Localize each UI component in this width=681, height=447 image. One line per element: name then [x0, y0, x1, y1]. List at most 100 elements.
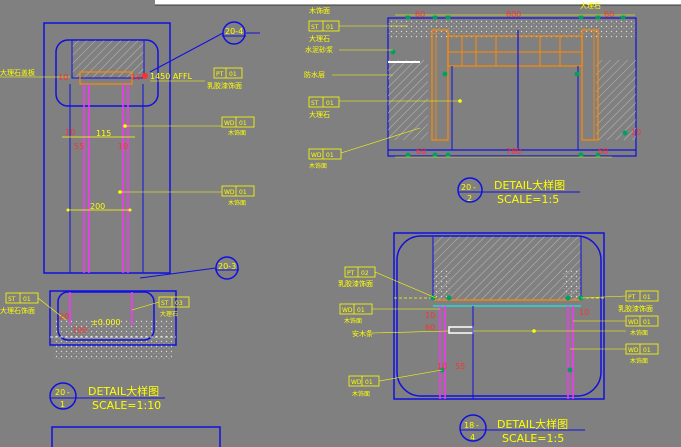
scale-20-2: SCALE=1:5	[497, 193, 559, 206]
tag-wd01a-code: WD	[224, 120, 235, 127]
tag-wd01d-code-184: WD	[628, 347, 639, 354]
tag-wd01d-name-184: 木饰面	[630, 357, 648, 365]
tag-wd01b-name-184: 木饰面	[352, 390, 370, 398]
tag-st01-code: ST	[8, 296, 16, 303]
bubble-18-4-bottom: 4	[470, 433, 475, 442]
bubble-18-4-top: 18	[464, 421, 474, 430]
dim-60-bl: 60	[416, 147, 426, 156]
tag-wd01a-name-184: 木饰面	[344, 317, 362, 325]
dim-55-184: 55	[455, 362, 465, 371]
svg-text:-: -	[473, 183, 476, 192]
dim-780: 780	[506, 147, 521, 156]
title-20-1: DETAIL大样图	[88, 384, 159, 398]
dim-10-r-184: 10	[579, 308, 589, 317]
tag-pt02-name: 乳胶漆饰面	[338, 279, 373, 288]
level-top-label: 1450 AFFL	[150, 72, 193, 81]
label-cement: 水泥砂浆	[305, 45, 333, 54]
bubble-20-2-top: 20	[461, 183, 471, 192]
dim-200: 200	[90, 202, 105, 211]
frame-18-4	[393, 232, 605, 400]
tag-st03-name: 大理石	[160, 310, 178, 318]
tag-wd01b-code: WD	[224, 189, 235, 196]
frame-partial-bottom	[51, 426, 221, 447]
title-18-4: DETAIL大样图	[497, 417, 568, 431]
tag-wd01a-name: 木饰面	[228, 129, 246, 137]
tag-wd01d-num-184: 01	[643, 347, 651, 354]
dim-60-br: 60	[598, 147, 608, 156]
label-waterproof: 防水层	[304, 70, 325, 79]
tag-pt02-code: PT	[347, 270, 355, 277]
tag-wd01a-num-184: 01	[357, 307, 365, 314]
tag-wd01a-code-184: WD	[342, 307, 353, 314]
dim-800: 800	[506, 10, 521, 19]
tag-wd01a-num: 01	[239, 120, 247, 127]
dim-20: 20	[59, 312, 69, 321]
tag-pt01-num-184: 01	[643, 294, 651, 301]
tag-st01-name: 大理石饰面	[0, 306, 35, 315]
tag-wd01c-num-184: 01	[643, 319, 651, 326]
dim-10-a-184: 10	[425, 311, 435, 320]
stone-band-20-2	[388, 20, 636, 38]
tag-wd01b-num: 01	[239, 189, 247, 196]
dim-60-tr: 60	[604, 10, 614, 19]
detail-18-4: PT 02 乳胶漆饰面 WD 01 木饰面 安木条 WD 01 木饰面 PT 0…	[338, 232, 659, 445]
bubble-20-2-bottom: 2	[467, 194, 472, 203]
wall-left-20-2	[388, 60, 428, 140]
callout-20-4-label: 20-4	[225, 27, 243, 36]
dim-10-c: 10	[65, 128, 75, 137]
scale-20-1: SCALE=1:10	[92, 399, 161, 412]
callout-20-3-label: 20-3	[218, 262, 236, 271]
tag-wd01-name: 木饰面	[309, 162, 327, 170]
tag-st01b-code: ST	[311, 100, 319, 107]
dim-60-tl: 60	[415, 10, 425, 19]
label-wood-top: 木饰面	[309, 6, 330, 15]
tag-wd01c-name-184: 木饰面	[630, 329, 648, 337]
tag-pt01-code: PT	[216, 71, 224, 78]
svg-text:-: -	[67, 388, 70, 397]
tag-st01-num: 01	[23, 296, 31, 303]
dim-10-b: 10	[131, 73, 141, 82]
dim-10-d: 10	[118, 142, 128, 151]
tag-st01a-num: 01	[326, 24, 334, 31]
tag-st03-num: 03	[175, 300, 183, 307]
tag-wd01b-num-184: 01	[365, 379, 373, 386]
svg-text:-: -	[476, 421, 479, 430]
wall-right-20-2	[596, 60, 636, 140]
tag-wd01b-name: 木饰面	[228, 199, 246, 207]
dim-60-184: 60	[425, 323, 435, 332]
detail-20-1: 20-4 1450 AFFL 大理石盖板 PT 01 乳胶漆饰面 WD 01 木…	[0, 21, 260, 447]
wood-frame-20-1	[79, 71, 133, 85]
bubble-20-1-top: 20	[55, 388, 65, 397]
detail-20-2: 木饰面 大理石 ST 01 大理石 水泥砂浆 防水层 ST 01 大理石 WD …	[304, 1, 641, 206]
tag-wd01b-code-184: WD	[351, 379, 362, 386]
tag-pt01-num: 01	[229, 71, 237, 78]
tag-pt01-name: 乳胶漆饰面	[207, 81, 242, 90]
frame-20-1-upper	[43, 22, 171, 274]
tag-st01b-name: 大理石	[309, 110, 330, 119]
tag-wd01-code: WD	[311, 152, 322, 159]
tag-st01a-name: 大理石	[309, 34, 330, 43]
dim-115: 115	[96, 129, 111, 138]
label-safety: 安木条	[352, 329, 373, 338]
safety-strip	[448, 326, 474, 334]
level-bottom: ±0.000	[91, 318, 121, 327]
scale-18-4: SCALE=1:5	[502, 432, 564, 445]
level-marker	[142, 73, 148, 79]
dim-100: 100	[72, 326, 87, 335]
tag-pt01-code-184: PT	[628, 294, 636, 301]
dim-10-r: 10	[631, 128, 641, 137]
tag-pt01-name-184: 乳胶漆饰面	[618, 304, 653, 313]
tag-st01b-num: 01	[326, 100, 334, 107]
label-stone-cover: 大理石盖板	[0, 68, 35, 77]
top-window-strip	[155, 0, 681, 5]
title-20-2: DETAIL大样图	[494, 178, 565, 192]
tag-wd01-num: 01	[326, 152, 334, 159]
label-top-right: 大理石	[580, 1, 601, 10]
tag-pt02-num: 02	[361, 270, 369, 277]
tag-st03-code: ST	[161, 300, 169, 307]
bubble-20-1-bottom: 1	[60, 400, 65, 409]
dim-10-a: 10	[58, 73, 68, 82]
dim-55: 55	[74, 142, 84, 151]
tag-wd01c-code-184: WD	[628, 319, 639, 326]
